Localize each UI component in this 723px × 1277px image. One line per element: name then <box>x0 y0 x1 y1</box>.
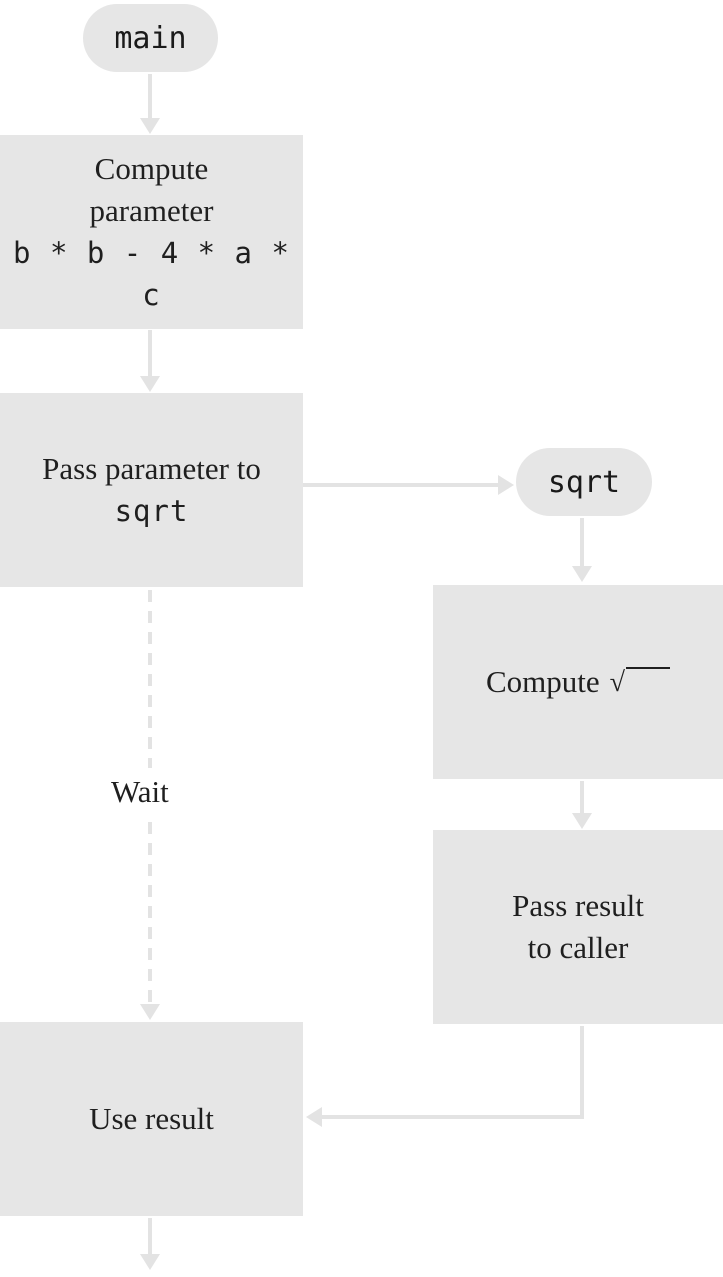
arrowhead-pass-to-sqrt <box>498 475 514 495</box>
compute-label-line1: Compute <box>94 151 209 186</box>
use-result-label: Use result <box>89 1101 214 1136</box>
arrowhead-sqrt-to-compute-sqrt <box>572 566 592 582</box>
main-terminal: main <box>83 4 218 72</box>
compute-sqrt-box: Compute √ <box>433 585 723 779</box>
compute-expression: b * b - 4 * a * c <box>13 236 290 312</box>
arrowhead-use-result-out <box>140 1254 160 1270</box>
wait-label: Wait <box>111 774 169 809</box>
sqrt-terminal: sqrt <box>516 448 652 516</box>
pass-label-line1: Pass parameter to <box>42 451 261 486</box>
compute-parameter-box: Compute parameter b * b - 4 * a * c <box>0 135 303 329</box>
pass-parameter-box: Pass parameter to sqrt <box>0 393 303 587</box>
arrowhead-pass-result-to-use-result <box>306 1107 322 1127</box>
use-result-box: Use result <box>0 1022 303 1216</box>
main-label: main <box>114 20 187 56</box>
radical-icon: √ <box>610 667 671 697</box>
compute-label-line2: parameter <box>89 193 214 228</box>
pass-result-box: Pass result to caller <box>433 830 723 1024</box>
arrowhead-main-to-compute <box>140 118 160 134</box>
arrow-pass-result-to-use-result <box>320 1026 584 1119</box>
sqrt-label: sqrt <box>547 464 621 500</box>
arrowhead-compute-sqrt-to-pass-result <box>572 813 592 829</box>
arrowhead-wait-to-use-result <box>140 1004 160 1020</box>
pass-result-line2: to caller <box>527 930 629 965</box>
pass-result-line1: Pass result <box>512 888 644 923</box>
pass-label-func: sqrt <box>114 494 189 528</box>
arrowhead-compute-to-pass <box>140 376 160 392</box>
compute-sqrt-label: Compute <box>485 664 600 699</box>
